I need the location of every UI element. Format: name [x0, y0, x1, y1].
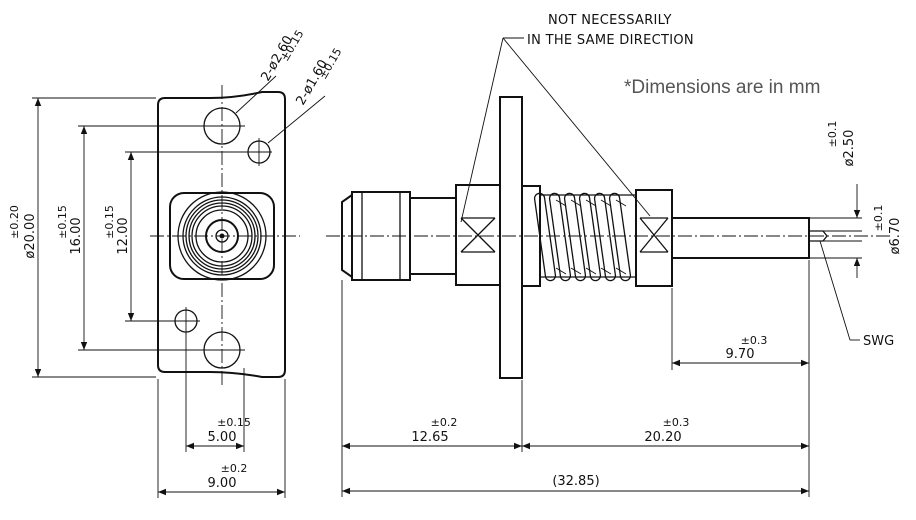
units-note: *Dimensions are in mm — [624, 77, 820, 98]
body-dia-tol: ±0.1 — [872, 205, 885, 232]
offset-tol: ±0.15 — [217, 416, 251, 429]
pitch-large-value: 16.00 — [69, 217, 84, 254]
pin-dia-tol: ±0.1 — [826, 121, 839, 148]
front-len-value: 12.65 — [411, 430, 448, 445]
direction-note-line1: NOT NECESSARILY — [548, 13, 672, 28]
tail-tol: ±0.3 — [741, 334, 768, 347]
width-tol: ±0.2 — [221, 462, 248, 475]
flange-plate — [499, 96, 523, 379]
pitch-small-value: 12.00 — [116, 217, 131, 254]
diameter-tol: ±0.20 — [8, 205, 21, 239]
side-view: ±0.1 ø2.50 ±0.1 ø6.70 SWG ±0.3 9.70 ±0.2… — [326, 37, 903, 497]
swg-label: SWG — [863, 334, 894, 349]
rear-hex-nut — [635, 189, 673, 287]
flange-outline — [157, 91, 286, 378]
rear-len-value: 20.20 — [644, 430, 681, 445]
width-value: 9.00 — [208, 476, 237, 491]
pin-dia-value: ø2.50 — [842, 130, 857, 167]
diameter-value: ø20.00 — [23, 213, 38, 258]
total-len-value: (32.85) — [552, 474, 599, 489]
rear-len-tol: ±0.3 — [663, 416, 690, 429]
pitch-small-tol: ±0.15 — [103, 205, 116, 239]
pitch-large-tol: ±0.15 — [56, 205, 69, 239]
spring-coil — [533, 192, 632, 282]
front-view: 2-ø2.60 ±0.15 2-ø1.60 ±0.15 ø20.00 ±0.20… — [8, 28, 344, 498]
tail-body — [671, 217, 810, 259]
direction-note-line2: IN THE SAME DIRECTION — [527, 33, 694, 48]
tail-value: 9.70 — [726, 347, 755, 362]
front-len-tol: ±0.2 — [431, 416, 458, 429]
body-dia-value: ø6.70 — [888, 218, 903, 255]
offset-value: 5.00 — [208, 430, 237, 445]
